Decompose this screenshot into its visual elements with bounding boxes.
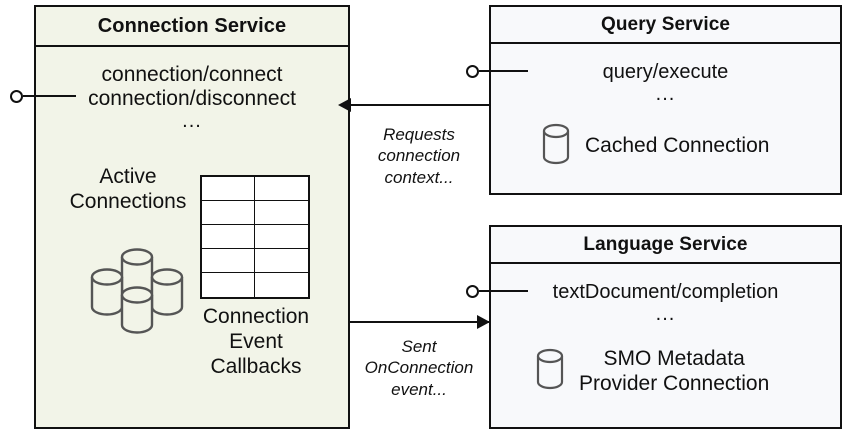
table-cell <box>255 273 308 297</box>
database-cylinder-icon <box>533 345 567 398</box>
requests-label-line2: connection <box>377 146 461 166</box>
cached-connection-row: Cached Connection <box>539 120 769 173</box>
callbacks-label-line2: Event <box>229 329 283 353</box>
active-connections-label-line2: Connections <box>69 189 187 213</box>
table-cell <box>255 177 308 201</box>
language-service-ellipsis: ... <box>655 303 676 326</box>
language-service-component: Language Service textDocument/completion… <box>489 225 842 429</box>
language-service-body: textDocument/completion ... SMO Metadata… <box>491 264 840 427</box>
table-cell <box>202 273 255 297</box>
callbacks-label-line3: Callbacks <box>210 354 302 378</box>
table-cell <box>255 249 308 273</box>
sent-label-line3: event... <box>391 379 447 399</box>
sent-onconnection-label: Sent OnConnection event... <box>348 336 490 400</box>
sent-onconnection-arrow-head <box>477 315 490 329</box>
query-service-provided-interface <box>466 61 528 81</box>
interface-stem <box>479 70 528 72</box>
smo-metadata-provider-connection-row: SMO Metadata Provider Connection <box>533 345 769 398</box>
language-service-endpoints: textDocument/completion ... <box>491 281 840 326</box>
requests-label-line3: context... <box>384 167 454 187</box>
table-cell <box>255 225 308 249</box>
table-cell <box>202 177 255 201</box>
smo-label-line2: Provider Connection <box>579 371 770 395</box>
connection-service-body: connection/connect connection/disconnect… <box>36 47 348 427</box>
requests-label-line1: Requests <box>383 125 455 144</box>
connection-service-component: Connection Service connection/connect co… <box>34 5 350 429</box>
smo-metadata-provider-connection-label: SMO Metadata Provider Connection <box>579 347 769 396</box>
connection-service-ellipsis: ... <box>182 110 202 133</box>
cached-connection-label: Cached Connection <box>585 134 770 158</box>
query-service-ellipsis: ... <box>655 83 676 106</box>
connection-service-title: Connection Service <box>36 7 348 47</box>
query-service-endpoints: query/execute ... <box>491 61 840 106</box>
callbacks-label-line1: Connection <box>202 305 310 328</box>
requests-connection-arrow-line <box>350 104 489 106</box>
connection-service-provided-interface <box>10 86 76 106</box>
table-grid-icon <box>200 175 310 299</box>
endpoint-connection-connect: connection/connect <box>101 63 283 86</box>
database-cylinder-icon <box>539 120 573 173</box>
requests-connection-arrow-head <box>338 98 351 112</box>
database-stack-icon <box>84 239 196 342</box>
table-cell <box>202 249 255 273</box>
requests-connection-label: Requests connection context... <box>348 124 490 188</box>
active-connections-label-line1: Active <box>99 165 157 188</box>
language-service-title: Language Service <box>491 227 840 264</box>
query-service-component: Query Service query/execute ... Cached C… <box>489 5 842 195</box>
table-cell <box>202 201 255 225</box>
interface-stem <box>23 95 76 97</box>
connection-event-callbacks-label: Connection Event Callbacks <box>186 305 326 379</box>
smo-label-line1: SMO Metadata <box>603 347 745 371</box>
endpoint-query-execute: query/execute <box>602 61 729 83</box>
interface-stem <box>479 290 528 292</box>
interface-ball-icon <box>466 64 479 78</box>
endpoint-connection-disconnect: connection/disconnect <box>88 86 296 110</box>
active-connections-label: Active Connections <box>48 165 208 215</box>
interface-ball-icon <box>466 284 479 298</box>
interface-ball-icon <box>10 89 23 103</box>
query-service-title: Query Service <box>491 7 840 44</box>
query-service-body: query/execute ... Cached Connection <box>491 44 840 193</box>
sent-onconnection-arrow-line <box>350 321 489 323</box>
table-cell <box>202 225 255 249</box>
connection-service-endpoints: connection/connect connection/disconnect… <box>36 63 348 132</box>
sent-label-line1: Sent <box>401 337 437 356</box>
sent-label-line2: OnConnection <box>364 358 474 378</box>
table-cell <box>255 201 308 225</box>
endpoint-textdocument-completion: textDocument/completion <box>552 281 779 303</box>
language-service-provided-interface <box>466 281 528 301</box>
